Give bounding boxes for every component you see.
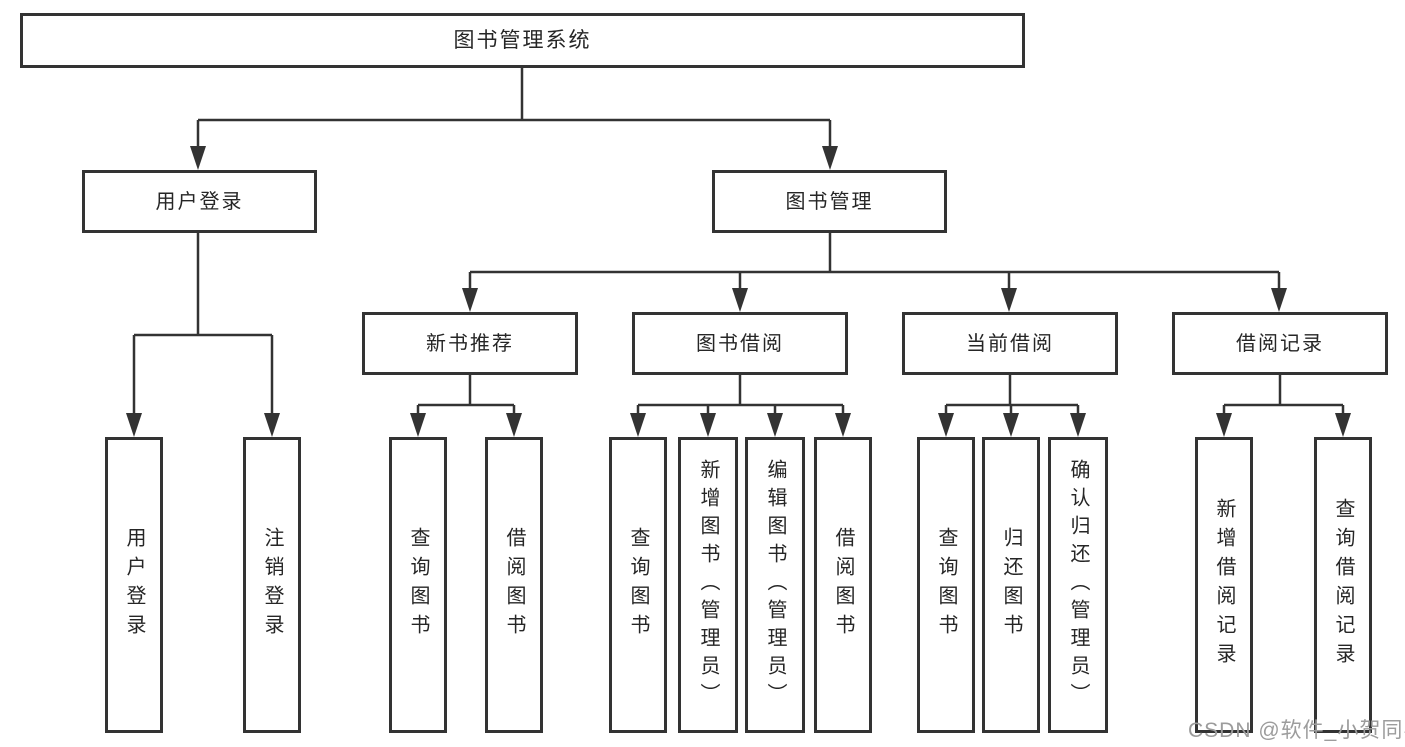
arrow-down-icon — [1271, 288, 1287, 312]
arrow-down-icon — [1216, 413, 1232, 437]
arrow-down-icon — [700, 413, 716, 437]
leaf-current-query-books: 查询图书 — [917, 437, 975, 733]
arrow-down-icon — [938, 413, 954, 437]
connector-line — [1222, 375, 1345, 415]
node-book-borrowing: 图书借阅 — [632, 312, 848, 375]
node-borrowing-records: 借阅记录 — [1172, 312, 1388, 375]
arrow-down-icon — [1070, 413, 1086, 437]
connector-line — [636, 375, 845, 415]
arrow-down-icon — [1003, 413, 1019, 437]
arrow-down-icon — [767, 413, 783, 437]
arrow-down-icon — [190, 146, 206, 170]
leaf-recommend-borrow-books: 借阅图书 — [485, 437, 543, 733]
arrow-down-icon — [732, 288, 748, 312]
csdn-watermark: CSDN @软件_小贺同学 — [1188, 719, 1405, 742]
arrow-down-icon — [1001, 288, 1017, 312]
connector-line — [132, 233, 274, 415]
arrow-down-icon — [126, 413, 142, 437]
connector-line — [416, 375, 516, 415]
node-current-borrowing: 当前借阅 — [902, 312, 1118, 375]
leaf-logout: 注销登录 — [243, 437, 301, 733]
arrow-down-icon — [1335, 413, 1351, 437]
node-book-management: 图书管理 — [712, 170, 947, 233]
arrow-down-icon — [506, 413, 522, 437]
arrow-down-icon — [264, 413, 280, 437]
node-book-management-system: 图书管理系统 — [20, 13, 1025, 68]
leaf-records-query-record: 查询借阅记录 — [1314, 437, 1372, 733]
leaf-records-add-record: 新增借阅记录 — [1195, 437, 1253, 733]
arrow-down-icon — [835, 413, 851, 437]
leaf-current-return-books: 归还图书 — [982, 437, 1040, 733]
connector-line — [944, 375, 1080, 415]
arrow-down-icon — [630, 413, 646, 437]
arrow-down-icon — [822, 146, 838, 170]
connector-line — [196, 68, 832, 148]
leaf-user-login: 用户登录 — [105, 437, 163, 733]
node-user-login: 用户登录 — [82, 170, 317, 233]
leaf-borrow-edit-books-admin: 编辑图书（管理员） — [745, 437, 805, 733]
connector-line — [468, 233, 1281, 290]
leaf-borrow-query-books: 查询图书 — [609, 437, 667, 733]
leaf-recommend-query-books: 查询图书 — [389, 437, 447, 733]
node-new-book-recommend: 新书推荐 — [362, 312, 578, 375]
arrow-down-icon — [462, 288, 478, 312]
arrow-down-icon — [410, 413, 426, 437]
leaf-borrow-add-books-admin: 新增图书（管理员） — [678, 437, 738, 733]
leaf-borrow-borrow-books: 借阅图书 — [814, 437, 872, 733]
arrowheads — [126, 146, 1351, 437]
leaf-current-confirm-return-admin: 确认归还（管理员） — [1048, 437, 1108, 733]
